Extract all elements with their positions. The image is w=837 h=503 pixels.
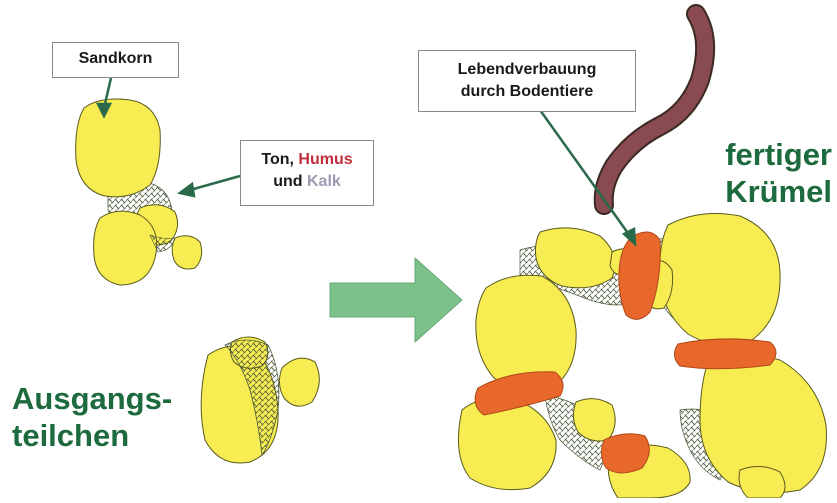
ton-line: Ton, Humus (241, 149, 373, 171)
kalk-line: und Kalk (241, 171, 373, 193)
binder-orange-2 (674, 339, 776, 369)
ausgangsteilchen-title: Ausgangs- teilchen (12, 380, 212, 454)
sandkorn-text: Sandkorn (79, 50, 153, 67)
sand-grain-7 (279, 358, 319, 406)
ausgang-particles-group (201, 337, 319, 463)
pointer-ton (190, 176, 240, 190)
kalk-text: Kalk (307, 173, 341, 190)
sand-grain-r6 (458, 398, 556, 490)
lebend-line1: Lebendverbauung (419, 59, 635, 81)
sand-grain-r3 (660, 213, 780, 344)
transition-arrow-icon (330, 258, 462, 342)
lebend-line2: durch Bodentiere (419, 81, 635, 103)
ton-humus-kalk-label: Ton, Humus und Kalk (240, 140, 374, 206)
fertiger-kruemel-title: fertiger Krümel (690, 136, 832, 210)
sand-grain-3 (94, 211, 157, 285)
humus-text: Humus (298, 151, 352, 168)
crumb-aggregate-group (458, 213, 826, 498)
pointer-ton-head (180, 184, 194, 196)
fertiger-text: fertiger (690, 136, 832, 173)
sand-grain-1 (76, 99, 161, 197)
sandkorn-label: Sandkorn (52, 42, 179, 78)
kruemel-text: Krümel (690, 173, 832, 210)
teilchen-text: teilchen (12, 417, 212, 454)
lebendverbauung-label: Lebendverbauung durch Bodentiere (418, 50, 636, 112)
sand-grain-4 (172, 236, 201, 269)
binder-orange-4 (601, 434, 649, 473)
sand-grain-r10 (739, 466, 785, 498)
ausgangs-text: Ausgangs- (12, 380, 212, 417)
